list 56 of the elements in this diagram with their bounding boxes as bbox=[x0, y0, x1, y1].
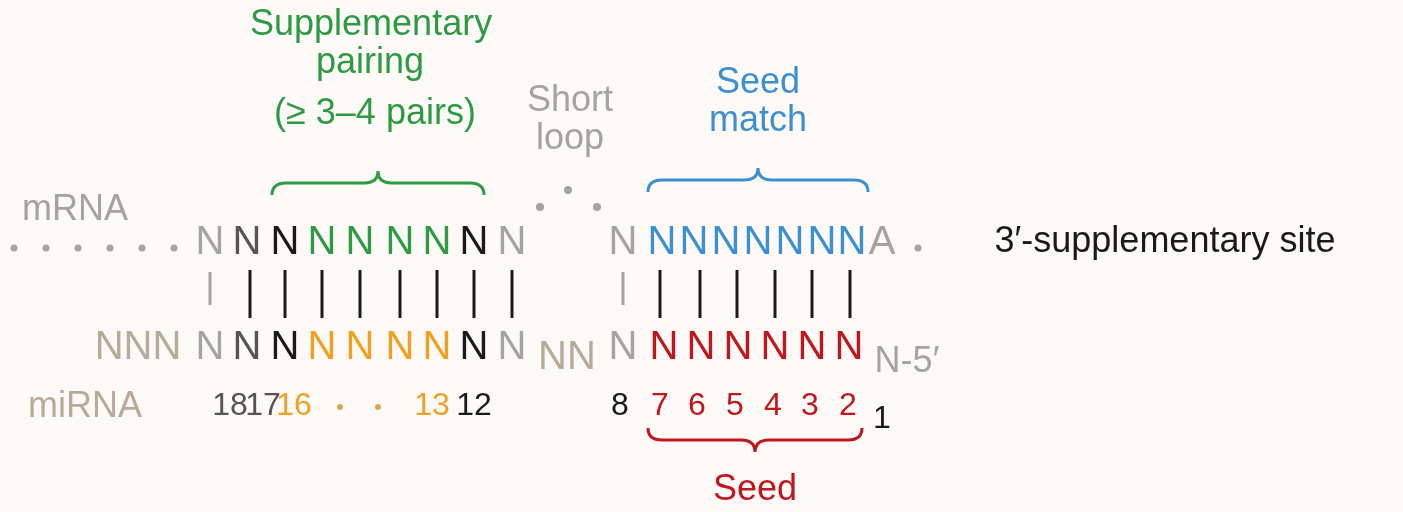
nucleotide-letter: N bbox=[497, 219, 527, 261]
region-label: Seed bbox=[712, 469, 798, 507]
position-number: 3 bbox=[801, 388, 819, 422]
nucleotide-letter: N bbox=[834, 324, 864, 366]
nucleotide-letter: N bbox=[608, 219, 638, 261]
nucleotide-letter: NNN bbox=[94, 324, 182, 366]
nucleotide-letter: N bbox=[307, 324, 337, 366]
position-number: 8 bbox=[611, 388, 629, 422]
nucleotide-letter: N bbox=[723, 324, 753, 366]
nucleotide-letter: N bbox=[385, 219, 415, 261]
position-number: 13 bbox=[414, 388, 450, 422]
nucleotide-letter: N bbox=[195, 219, 225, 261]
strand-end-label: N-5′ bbox=[874, 341, 940, 379]
position-number: 5 bbox=[726, 388, 744, 422]
nucleotide-letter: N bbox=[422, 219, 452, 261]
nucleotide-letter: N bbox=[345, 324, 375, 366]
heading-label: Seed match bbox=[707, 62, 808, 138]
nucleotide-letter: N bbox=[686, 324, 716, 366]
nucleotide-letter: N bbox=[497, 324, 527, 366]
nucleotide-letter: N bbox=[837, 219, 867, 261]
nucleotide-letter: N bbox=[422, 324, 452, 366]
nucleotide-letter: N bbox=[743, 219, 773, 261]
position-number: 18 bbox=[212, 388, 248, 422]
heading-label: (≥ 3–4 pairs) bbox=[274, 93, 476, 131]
nucleotide-letter: N bbox=[760, 324, 790, 366]
nucleotide-letter: N bbox=[307, 219, 337, 261]
nucleotide-letter: A bbox=[868, 219, 896, 261]
strand-label: miRNA bbox=[28, 386, 142, 424]
site-label: 3′-supplementary site bbox=[994, 221, 1336, 259]
nucleotide-letter: N bbox=[232, 219, 262, 261]
heading-label: Short loop bbox=[525, 80, 614, 156]
position-number: 12 bbox=[456, 388, 492, 422]
nucleotide-letter: N bbox=[270, 324, 300, 366]
nucleotide-letter: N bbox=[647, 219, 677, 261]
nucleotide-letter: N bbox=[608, 324, 638, 366]
position-number: 6 bbox=[688, 388, 706, 422]
nucleotide-letter: N bbox=[195, 324, 225, 366]
nucleotide-letter: N bbox=[797, 324, 827, 366]
heading-label: Supplementary pairing bbox=[250, 4, 490, 80]
nucleotide-letter: N bbox=[679, 219, 709, 261]
nucleotide-letter: N bbox=[270, 219, 300, 261]
strand-label: mRNA bbox=[22, 189, 128, 227]
nucleotide-letter: N bbox=[385, 324, 415, 366]
nucleotide-letter: N bbox=[649, 324, 679, 366]
position-number: 7 bbox=[651, 388, 669, 422]
position-number: 2 bbox=[839, 388, 857, 422]
nucleotide-letter: N bbox=[711, 219, 741, 261]
nucleotide-letter: N bbox=[232, 324, 262, 366]
position-number: 1 bbox=[873, 401, 891, 435]
nucleotide-letter: N bbox=[345, 219, 375, 261]
nucleotide-letter: NN bbox=[538, 334, 596, 376]
nucleotide-letter: N bbox=[807, 219, 837, 261]
position-number: 4 bbox=[764, 388, 782, 422]
nucleotide-letter: N bbox=[459, 219, 489, 261]
nucleotide-letter: N bbox=[459, 324, 489, 366]
nucleotide-letter: N bbox=[775, 219, 805, 261]
